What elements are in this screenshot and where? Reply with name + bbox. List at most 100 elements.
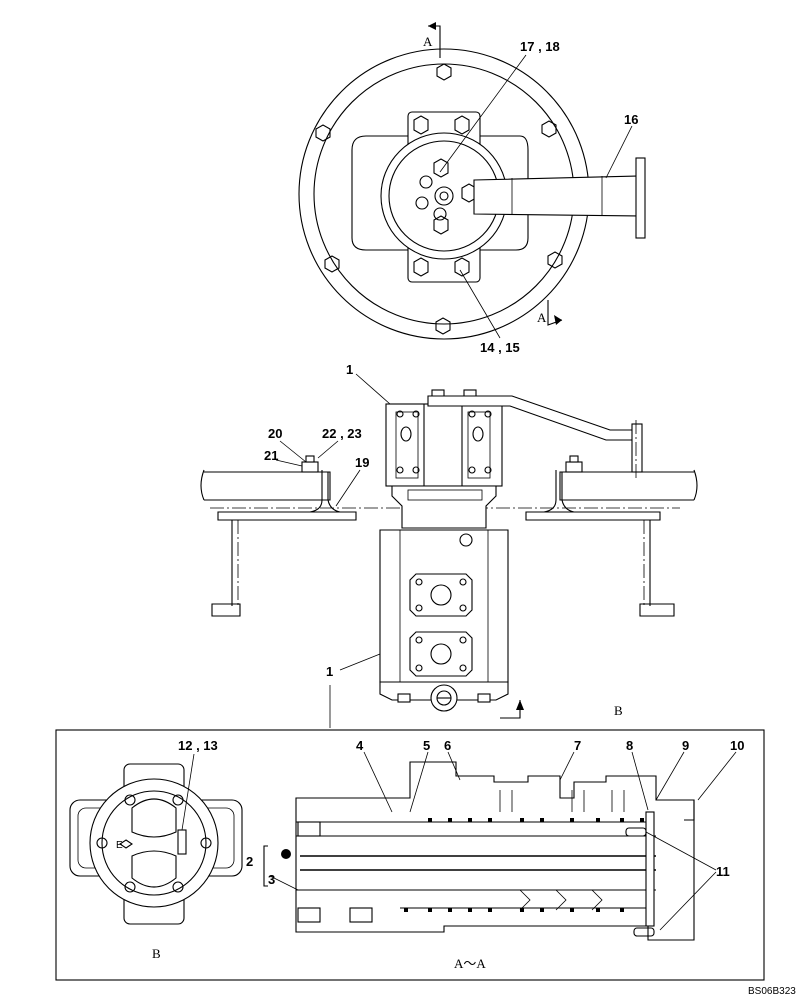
- callout-5: 5: [423, 738, 430, 753]
- callout-21: 21: [264, 448, 278, 463]
- seal-ring: [620, 818, 624, 822]
- seal-ring: [540, 908, 544, 912]
- e-mark: E: [116, 840, 123, 851]
- frame-bolt-right: [565, 461, 583, 473]
- flange-plate: [351, 135, 529, 251]
- section-a-a: 4 5 6 7 8 9 10 11 2 3 A～A: [246, 738, 744, 971]
- rotor-head-hole: [484, 410, 492, 418]
- stopper-plate-left-b: [327, 472, 341, 513]
- leader-6: [447, 751, 461, 781]
- ring-bolt: [324, 255, 340, 273]
- frame-left-foot: [211, 603, 241, 617]
- flange-hole: [415, 604, 423, 612]
- view-b-body-inner: [101, 790, 207, 896]
- callout-1-bottom: 1: [326, 664, 333, 679]
- port: [419, 175, 433, 189]
- callout-11: 11: [716, 864, 730, 879]
- stopper-arm: [473, 175, 641, 217]
- bullet-marker-2: [281, 849, 291, 859]
- ring-bolt: [436, 63, 452, 81]
- flange-hole: [459, 636, 467, 644]
- callout-22-23: 22 , 23: [322, 426, 362, 441]
- rotor-head-hole: [412, 410, 420, 418]
- view-b-bolt: [96, 837, 108, 849]
- side-view: B 1 1 20 22 , 23 21 19: [200, 362, 698, 728]
- section-body-outline: [295, 761, 695, 941]
- leader-17-18: [439, 54, 527, 173]
- frame-left-upper: [204, 471, 331, 501]
- block-bolt: [454, 257, 470, 277]
- seal-ring: [570, 908, 574, 912]
- leader-16: [605, 125, 633, 179]
- seal-ring: [520, 818, 524, 822]
- passages: [499, 790, 625, 911]
- leader-1-bottom: [339, 653, 381, 671]
- leader-12-13: [181, 753, 195, 831]
- callout-9: 9: [682, 738, 689, 753]
- seal-ring: [620, 908, 624, 912]
- callout-12-13: 12 , 13: [178, 738, 218, 753]
- bottom-bolt: [397, 693, 411, 703]
- port: [433, 207, 447, 221]
- flange-hole: [459, 664, 467, 672]
- top-view: A A 17 , 18 16 14 , 15: [298, 22, 646, 355]
- callout-14-15: 14 , 15: [480, 340, 520, 355]
- rotor-head-hole: [412, 466, 420, 474]
- seal-ring: [468, 908, 472, 912]
- port: [415, 196, 429, 210]
- diamond-mark-icon: [119, 839, 133, 849]
- rotor-head-hole: [396, 466, 404, 474]
- end-cap-step: [680, 799, 695, 821]
- seal-ring: [640, 818, 644, 822]
- section-label-a-upper: A: [423, 34, 433, 49]
- view-b-bolt: [124, 881, 136, 893]
- end-cover: [645, 811, 655, 927]
- stopper-plate-left: [309, 470, 323, 513]
- callout-7: 7: [574, 738, 581, 753]
- stopper-plate-right: [543, 470, 557, 513]
- flange-hole: [459, 604, 467, 612]
- seal-ring: [488, 908, 492, 912]
- stopper-plate-right-b: [561, 472, 575, 513]
- seal-ring: [570, 818, 574, 822]
- arrow-head: [428, 22, 436, 30]
- seal-ring: [488, 818, 492, 822]
- passage-chevron: [591, 889, 603, 911]
- callout-17-18: 17 , 18: [520, 39, 560, 54]
- neck-ring: [407, 489, 483, 501]
- leader-21: [275, 459, 303, 467]
- callout-2: 2: [246, 854, 253, 869]
- arrow-head: [554, 315, 562, 325]
- seal-ring: [448, 818, 452, 822]
- port-flange-bore: [430, 584, 452, 606]
- block-bolt: [413, 257, 429, 277]
- frame-left-break: [200, 469, 205, 501]
- seal-ring: [520, 908, 524, 912]
- flange-hole: [415, 664, 423, 672]
- view-b-label: B: [152, 946, 161, 961]
- leader-7: [559, 751, 575, 781]
- leader-11: [645, 831, 717, 871]
- port-bolt: [433, 158, 449, 178]
- ring-bolts: [315, 63, 563, 335]
- leader-4: [363, 751, 393, 813]
- center-port: [434, 186, 454, 206]
- center-port-inner: [439, 191, 449, 201]
- block-bolt: [454, 115, 470, 135]
- view-b-bolt: [172, 881, 184, 893]
- frame-right-lower: [525, 511, 661, 521]
- leader-11b: [659, 871, 717, 931]
- drawing-code: BS06B323: [748, 986, 796, 997]
- frame-bolt-left: [301, 461, 319, 473]
- leader-19: [335, 469, 361, 507]
- callout-20: 20: [268, 426, 282, 441]
- callout-6: 6: [444, 738, 451, 753]
- callout-16: 16: [624, 112, 638, 127]
- frame-left-lower: [217, 511, 357, 521]
- flange-hole: [415, 578, 423, 586]
- frame-right-break: [693, 469, 698, 501]
- rotor-head-face: [467, 411, 491, 479]
- view-b-bolt: [172, 794, 184, 806]
- seal-ring: [468, 818, 472, 822]
